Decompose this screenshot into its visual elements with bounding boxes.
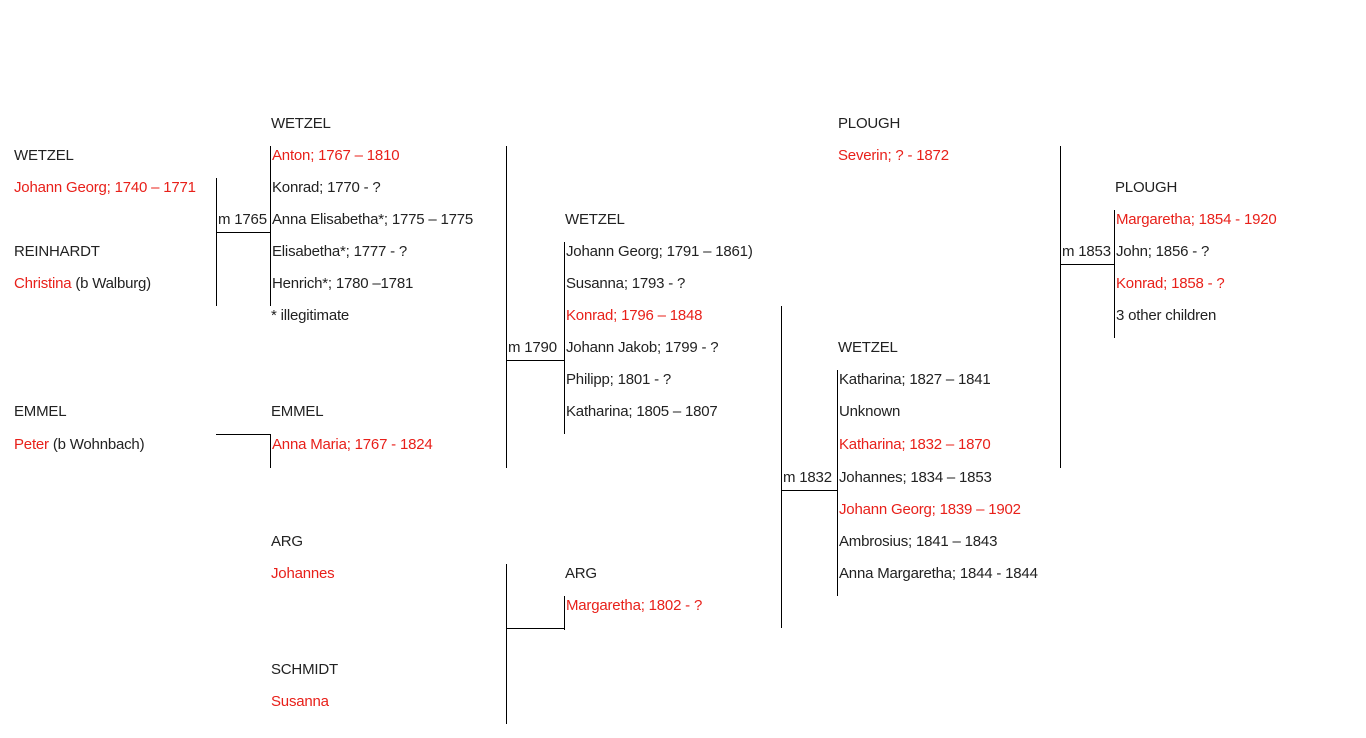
- gen2-arg-surname: ARG: [271, 533, 303, 550]
- connector-arg-vertical: [506, 564, 507, 724]
- gen4-child-johann-georg: Johann Georg; 1839 – 1902: [839, 501, 1021, 518]
- connector-1853-vertical: [1060, 146, 1061, 468]
- marriage-1790: m 1790: [508, 339, 557, 356]
- connector-emmel-horizontal: [216, 434, 271, 435]
- gen4-child-ambrosius: Ambrosius; 1841 – 1843: [839, 533, 998, 550]
- connector-arg-horizontal: [506, 628, 565, 629]
- gen5-plough-children-bar: [1114, 210, 1115, 338]
- gen1-christina-birthplace: (b Walburg): [71, 275, 151, 292]
- gen4-child-johannes: Johannes; 1834 – 1853: [839, 469, 992, 486]
- gen5-plough-surname: PLOUGH: [1115, 179, 1178, 196]
- gen1-christina: Christina (b Walburg): [14, 275, 151, 293]
- gen3-margaretha: Margaretha; 1802 - ?: [566, 597, 703, 614]
- gen2-johannes: Johannes: [271, 565, 335, 582]
- gen1-peter: Peter (b Wohnbach): [14, 436, 145, 454]
- gen5-child-margaretha: Margaretha; 1854 - 1920: [1116, 211, 1277, 228]
- gen4-wetzel-surname: WETZEL: [838, 339, 898, 356]
- connector-1832-horizontal: [781, 490, 838, 491]
- gen1-christina-name: Christina: [14, 275, 72, 292]
- gen2-footnote: * illegitimate: [271, 307, 350, 324]
- gen3-arg-bar: [564, 596, 565, 630]
- marriage-1853: m 1853: [1062, 243, 1111, 260]
- gen2-emmel-bar: [270, 434, 271, 468]
- gen1-emmel-surname: EMMEL: [14, 403, 67, 420]
- gen5-other-children: 3 other children: [1116, 307, 1217, 324]
- gen2-child-konrad: Konrad; 1770 - ?: [272, 179, 381, 196]
- gen3-arg-surname: ARG: [565, 565, 597, 582]
- gen3-child-philipp: Philipp; 1801 - ?: [566, 371, 672, 388]
- connector-1790-vertical: [506, 146, 507, 468]
- gen3-child-katharina: Katharina; 1805 – 1807: [566, 403, 718, 420]
- connector-1765-vertical: [216, 178, 217, 306]
- gen4-child-katharina-1827: Katharina; 1827 – 1841: [839, 371, 991, 388]
- marriage-1832: m 1832: [783, 469, 832, 486]
- gen1-reinhardt-surname: REINHARDT: [14, 243, 100, 260]
- gen5-child-john: John; 1856 - ?: [1116, 243, 1210, 260]
- marriage-1765: m 1765: [218, 211, 267, 228]
- gen2-child-elisabetha: Elisabetha*; 1777 - ?: [272, 243, 408, 260]
- connector-1765-horizontal: [216, 232, 271, 233]
- gen3-child-johann-jakob: Johann Jakob; 1799 - ?: [566, 339, 719, 356]
- gen4-wetzel-children-bar: [837, 370, 838, 596]
- gen4-child-katharina-1832: Katharina; 1832 – 1870: [839, 436, 991, 453]
- connector-1832-vertical: [781, 306, 782, 628]
- gen1-peter-name: Peter: [14, 436, 49, 453]
- connector-1790-horizontal: [506, 360, 565, 361]
- gen2-wetzel-surname: WETZEL: [271, 115, 331, 132]
- gen3-wetzel-surname: WETZEL: [565, 211, 625, 228]
- gen2-child-anna-elisabetha: Anna Elisabetha*; 1775 – 1775: [272, 211, 474, 228]
- gen3-child-johann-georg: Johann Georg; 1791 – 1861): [566, 243, 753, 260]
- gen4-child-anna-margaretha: Anna Margaretha; 1844 - 1844: [839, 565, 1038, 582]
- gen2-child-henrich: Henrich*; 1780 –1781: [272, 275, 414, 292]
- gen2-schmidt-surname: SCHMIDT: [271, 661, 338, 678]
- gen2-emmel-surname: EMMEL: [271, 403, 324, 420]
- gen4-plough-surname: PLOUGH: [838, 115, 901, 132]
- gen5-child-konrad: Konrad; 1858 - ?: [1116, 275, 1225, 292]
- gen2-child-anton: Anton; 1767 – 1810: [272, 147, 400, 164]
- gen4-child-unknown: Unknown: [839, 403, 901, 420]
- gen4-severin: Severin; ? - 1872: [838, 147, 949, 164]
- gen3-wetzel-children-bar: [564, 242, 565, 434]
- gen1-peter-birthplace: (b Wohnbach): [48, 436, 145, 453]
- gen2-wetzel-children-bar: [270, 146, 271, 306]
- gen1-wetzel-surname: WETZEL: [14, 147, 74, 164]
- gen3-child-konrad: Konrad; 1796 – 1848: [566, 307, 703, 324]
- connector-1853-horizontal: [1060, 264, 1115, 265]
- gen2-anna-maria: Anna Maria; 1767 - 1824: [272, 436, 433, 453]
- gen1-johann-georg: Johann Georg; 1740 – 1771: [14, 179, 196, 196]
- gen3-child-susanna: Susanna; 1793 - ?: [566, 275, 686, 292]
- gen2-susanna: Susanna: [271, 693, 329, 710]
